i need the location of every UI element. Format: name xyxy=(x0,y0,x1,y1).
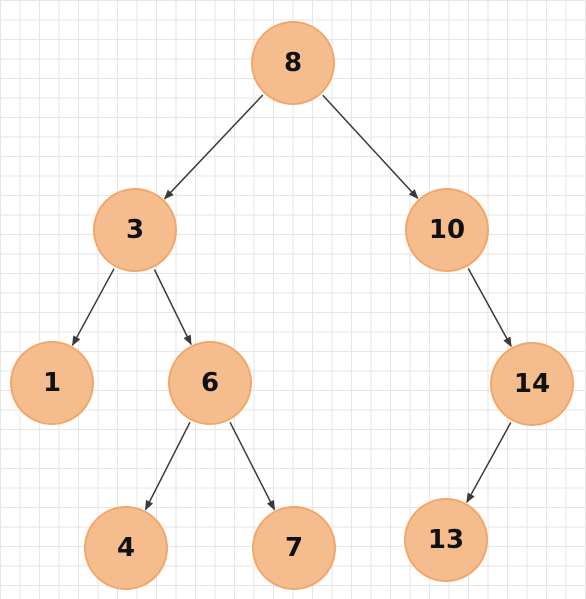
edge-n8-to-n3 xyxy=(163,94,264,200)
edge-n10-to-n14 xyxy=(467,268,512,348)
tree-node-8: 8 xyxy=(251,21,335,105)
node-label: 1 xyxy=(42,368,62,398)
edge-n8-to-n10 xyxy=(322,94,419,200)
tree-node-10: 10 xyxy=(405,188,489,272)
node-label: 6 xyxy=(200,368,220,398)
tree-node-4: 4 xyxy=(84,506,168,590)
node-label: 14 xyxy=(513,369,551,399)
node-label: 4 xyxy=(116,533,136,563)
tree-node-3: 3 xyxy=(93,188,177,272)
edge-n3-to-n1 xyxy=(71,268,115,347)
edge-n6-to-n4 xyxy=(144,421,191,511)
node-label: 13 xyxy=(427,525,465,555)
edge-n6-to-n7 xyxy=(229,421,276,511)
node-label: 7 xyxy=(284,533,304,563)
tree-node-13: 13 xyxy=(404,498,488,582)
edge-n3-to-n6 xyxy=(153,269,192,346)
node-label: 8 xyxy=(283,48,303,78)
tree-node-7: 7 xyxy=(252,506,336,590)
tree-node-6: 6 xyxy=(168,341,252,425)
tree-node-1: 1 xyxy=(10,341,94,425)
node-label: 10 xyxy=(428,215,466,245)
tree-node-14: 14 xyxy=(490,342,574,426)
node-label: 3 xyxy=(125,215,145,245)
edge-n14-to-n13 xyxy=(466,422,512,504)
